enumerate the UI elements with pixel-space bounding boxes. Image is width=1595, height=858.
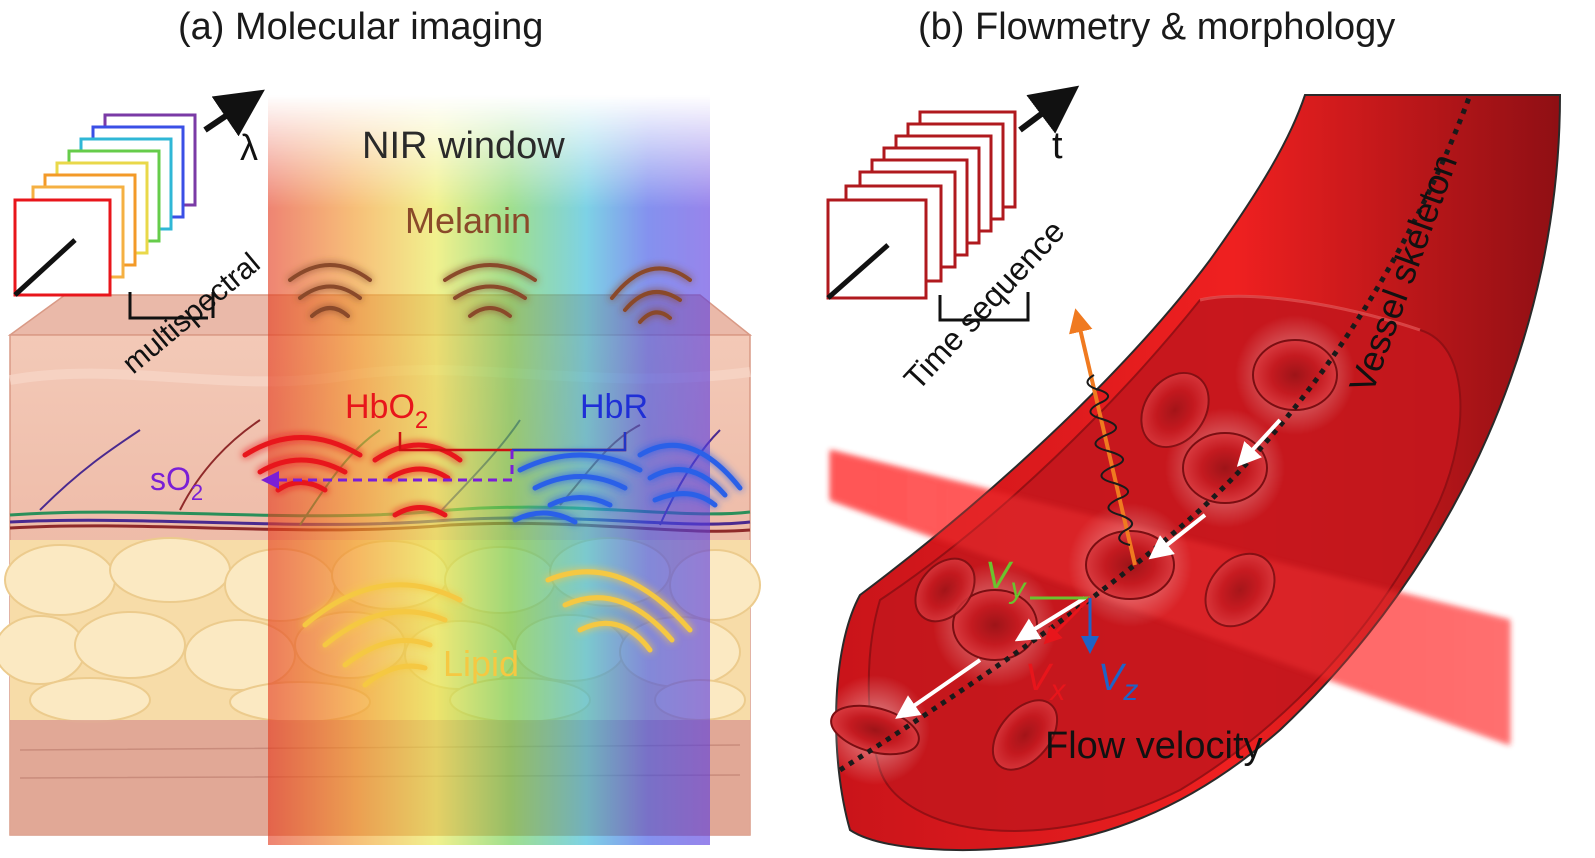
panel-a: λ multispectral NIR window Melanin HbO2 … xyxy=(0,89,761,845)
flow-velocity-label: Flow velocity xyxy=(1045,725,1263,767)
hbr-label: HbR xyxy=(580,388,648,426)
so2-arrow xyxy=(261,450,514,489)
vy-label: Vy xyxy=(985,555,1027,605)
multispectral-bracket xyxy=(128,292,208,320)
flow-direction-arrows xyxy=(895,418,1282,719)
hbr-signal-arcs xyxy=(512,442,743,525)
panel-b-title: (b) Flowmetry & morphology xyxy=(918,6,1396,48)
melanin-label: Melanin xyxy=(405,200,531,241)
vx-label: Vx xyxy=(1025,657,1066,707)
nir-window-label: NIR window xyxy=(362,125,565,167)
hbo2-label: HbO2 xyxy=(345,388,428,434)
lipid-signal-arcs xyxy=(302,569,693,688)
melanin-signal-arcs xyxy=(288,263,692,324)
panel-a-title: (a) Molecular imaging xyxy=(178,6,544,48)
wavelength-symbol: λ xyxy=(240,127,258,168)
time-symbol: t xyxy=(1052,125,1063,167)
wavelength-axis-arrow xyxy=(203,89,265,137)
vz-label: Vz xyxy=(1098,657,1138,707)
lipid-label: Lipid xyxy=(443,643,519,684)
time-axis-arrow xyxy=(1018,85,1080,134)
vessel-skeleton-line xyxy=(838,94,1473,773)
so2-label: sO2 xyxy=(150,461,203,505)
velocity-components xyxy=(1030,596,1099,654)
hbo2-signal-arcs xyxy=(242,435,463,518)
time-sequence-bracket xyxy=(938,292,1030,322)
acoustic-wave xyxy=(1086,374,1133,546)
multispectral-frame-stack xyxy=(13,113,197,297)
panel-b: t Time sequence Vessel skeleton Vy Vx Vz… xyxy=(820,85,1562,851)
time-frame-stack xyxy=(826,110,1017,300)
acoustic-wave-arrow xyxy=(1069,308,1137,566)
